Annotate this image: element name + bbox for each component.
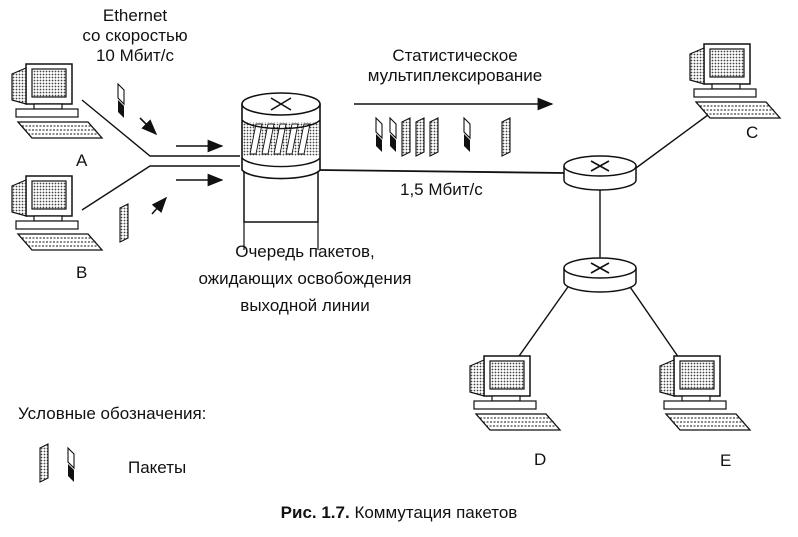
ethernet-label-line: 10 Мбит/с	[95, 46, 175, 65]
legend-title: Условные обозначения:	[18, 404, 207, 423]
queue-switch-icon	[241, 92, 321, 250]
queue-label-line: Очередь пакетов,	[235, 242, 375, 261]
ethernet-label: Ethernet со скоростью 10 Мбит/с	[60, 6, 210, 66]
queue-label-line: ожидающих освобождения	[198, 269, 412, 288]
arrow-a-down-icon	[139, 117, 158, 136]
host-b-label: B	[76, 263, 88, 282]
packet-from-a-icon	[117, 83, 125, 119]
packet-icon	[429, 117, 439, 157]
host-c-label: C	[746, 123, 759, 142]
packet-icon	[415, 117, 425, 157]
packet-icon	[375, 117, 383, 153]
stat-mux-label-line: мультиплексирование	[367, 66, 543, 85]
stat-mux-label: Статистическое мультиплексирование	[340, 46, 570, 86]
ethernet-label-line: Ethernet	[102, 6, 168, 25]
figure-title: Коммутация пакетов	[354, 503, 518, 522]
packet-icon	[401, 117, 411, 157]
figure-caption: Рис. 1.7. Коммутация пакетов	[0, 503, 798, 523]
link-router-to-c	[635, 111, 713, 169]
computer-c-icon	[689, 43, 781, 119]
link-a-to-queue	[81, 99, 240, 157]
router-lower-icon	[563, 257, 637, 293]
queue-label-line: выходной линии	[240, 296, 370, 315]
legend-packet-split-icon	[67, 447, 75, 483]
packet-from-b-icon	[119, 203, 129, 243]
host-d-label: D	[534, 450, 547, 469]
multiplexed-packets	[375, 117, 511, 157]
computer-d-icon	[469, 355, 561, 431]
link-b-to-queue	[81, 165, 240, 211]
packet-icon	[501, 117, 511, 157]
stat-mux-label-line: Статистическое	[392, 46, 518, 65]
packet-icon	[389, 117, 397, 153]
computer-b-icon	[11, 175, 103, 251]
link-speed-label: 1,5 Мбит/с	[400, 180, 483, 199]
host-e-label: E	[720, 451, 732, 470]
host-a-label: A	[76, 151, 88, 170]
ethernet-label-line: со скоростью	[82, 26, 188, 45]
arrow-b-up-icon	[151, 196, 168, 215]
legend-packets-label: Пакеты	[128, 458, 187, 477]
link-queue-to-router	[317, 169, 566, 174]
figure-number: Рис. 1.7.	[280, 503, 350, 522]
computer-e-icon	[659, 355, 751, 431]
legend-packet-dotted-icon	[39, 443, 49, 483]
computer-a-icon	[11, 63, 103, 139]
queue-label: Очередь пакетов, ожидающих освобождения …	[170, 238, 440, 319]
packet-icon	[463, 117, 471, 153]
router-main-icon	[563, 155, 637, 191]
network-links	[81, 99, 713, 377]
